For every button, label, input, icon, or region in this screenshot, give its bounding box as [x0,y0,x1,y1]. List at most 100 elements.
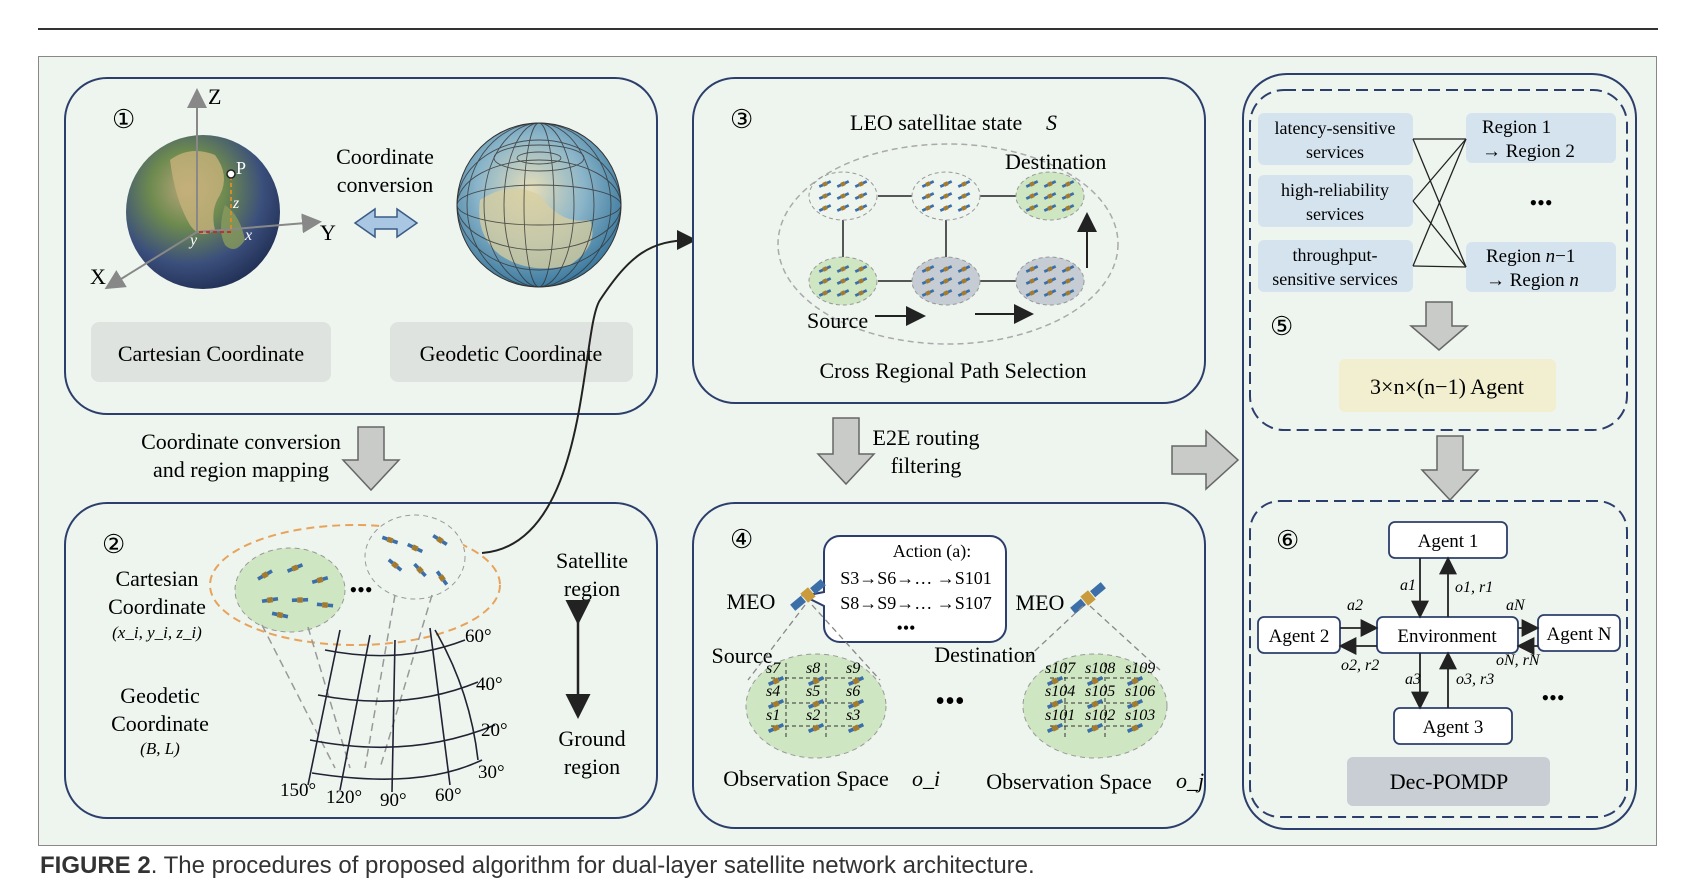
globe-icon [456,122,622,288]
panel-6: ⑥ Agent 1 Environment Agent 2 Agent N Ag… [1249,500,1628,818]
dec-pomdp-label: Dec-POMDP [1390,769,1509,794]
action-title: Action (a): [893,541,971,562]
satellite-icon [1046,675,1064,687]
destination-label: Destination [934,642,1035,667]
satellite-icon [957,265,971,273]
satellite-region-label-2: region [564,576,620,601]
ground-region-label-1: Ground [558,726,625,751]
agent-1-box: Agent 1 [1418,531,1479,552]
satellite-icon [939,277,953,285]
arrow-1-to-2: Coordinate conversion and region mapping [141,426,401,492]
satellite-icon [311,576,329,584]
satellite-icon [807,722,825,734]
satellite-icon [257,569,273,581]
satellite-icon [939,204,953,212]
cartesian-coordinate-label: Cartesian Coordinate [118,341,304,366]
satellite-icon [854,204,868,212]
region-n-line-1: Region n−1 [1486,246,1575,267]
obs-right-label: Observation Space [986,769,1152,794]
node-label: s2 [806,707,820,724]
figure-caption: FIGURE 2. The procedures of proposed alg… [40,852,1035,880]
satellite-icon [767,722,785,734]
action-a1: a1 [1400,577,1416,594]
double-arrow-icon [353,207,419,239]
node-label: s3 [846,707,860,724]
node-label: s105 [1085,683,1115,700]
service-latency-2: services [1306,142,1364,162]
satellite-icon [1043,192,1057,200]
satellite-icon [1043,265,1057,273]
satellite-icon [854,180,868,188]
service-reliability-2: services [1306,204,1364,224]
lat-label: 30° [478,762,505,783]
satellite-icon [939,265,953,273]
lon-label: 120° [326,787,362,808]
top-rule [38,28,1658,30]
axis-y-label: Y [320,220,336,245]
lat-label: 40° [476,674,503,695]
satellite-icon [847,698,865,710]
agent-count-label: 3×n×(n−1) Agent [1370,374,1524,399]
panel-4-number: ④ [730,525,753,554]
agent-2-box: Agent 2 [1269,626,1330,647]
satellite-icon [921,192,935,200]
satellite-icon [387,558,403,572]
mapping-curve-arrow [481,230,697,554]
state-outline [777,143,1119,345]
node-label: s101 [1045,707,1075,724]
observation-ellipsis: ••• [935,686,964,717]
down-arrow-icon [1420,435,1480,502]
service-latency-1: latency-sensitive [1275,118,1396,138]
satellite-region-label-1: Satellite [556,548,628,573]
satellite-icon [807,675,825,687]
service-throughput-1: throughput- [1293,245,1378,265]
satellite-icon [767,698,785,710]
geodetic-label-1: Geodetic [120,683,200,708]
meo-right-label: MEO [1016,590,1065,615]
satellite-icon [1043,204,1057,212]
agent-n-box: Agent N [1547,624,1612,645]
caption-label: FIGURE 2 [40,852,151,879]
satellite-icon [286,563,304,573]
source-label: Source [807,308,868,333]
panel-2-ellipsis: ••• [349,577,372,602]
region-ellipsis: ••• [1529,190,1552,215]
panel-1: ① Z Y X P z y x Coordinate conversion [64,77,658,415]
source-label: Source [711,643,772,668]
satellite-icon [271,611,289,619]
panel-2: ② Cartesian Coordinate (x_i, y_i, z_i) G… [64,502,658,819]
satellite-icon [1126,675,1144,687]
satellite-icon [818,180,832,188]
satellite-icon [1086,722,1104,734]
satellite-icon [1025,289,1039,297]
satellite-cluster [257,534,449,619]
obs-left-label: Observation Space [723,766,889,791]
satellite-icon [1043,277,1057,285]
arrow-1-label-2: and region mapping [153,457,329,482]
panel-3-title: LEO satellitae state [850,110,1022,135]
lon-label: 90° [380,790,407,811]
region-1-line-1: Region 1 [1482,117,1551,138]
meo-satellite-icon [1070,582,1106,614]
cartesian-vars: (x_i, y_i, z_i) [112,623,202,642]
satellite-icon [818,204,832,212]
satellite-icon [836,265,850,273]
action-ellipsis: ••• [897,618,916,638]
region-cluster-green [234,547,346,633]
node-label: s6 [846,683,860,700]
cartesian-label-2: Coordinate [108,594,206,619]
geodetic-label-2: Coordinate [111,711,209,736]
agent-3-box: Agent 3 [1423,717,1484,738]
action-a3: a3 [1405,671,1421,688]
region-n-line-2: → Region n [1486,270,1579,291]
action-a2: a2 [1347,597,1363,614]
node-label: s103 [1125,707,1155,724]
satellite-icon [291,597,309,603]
obs-o3r3: o3, r3 [1456,671,1494,688]
point-label: P [236,158,246,178]
conversion-label-2: conversion [337,172,434,197]
satellite-icon [1025,204,1039,212]
